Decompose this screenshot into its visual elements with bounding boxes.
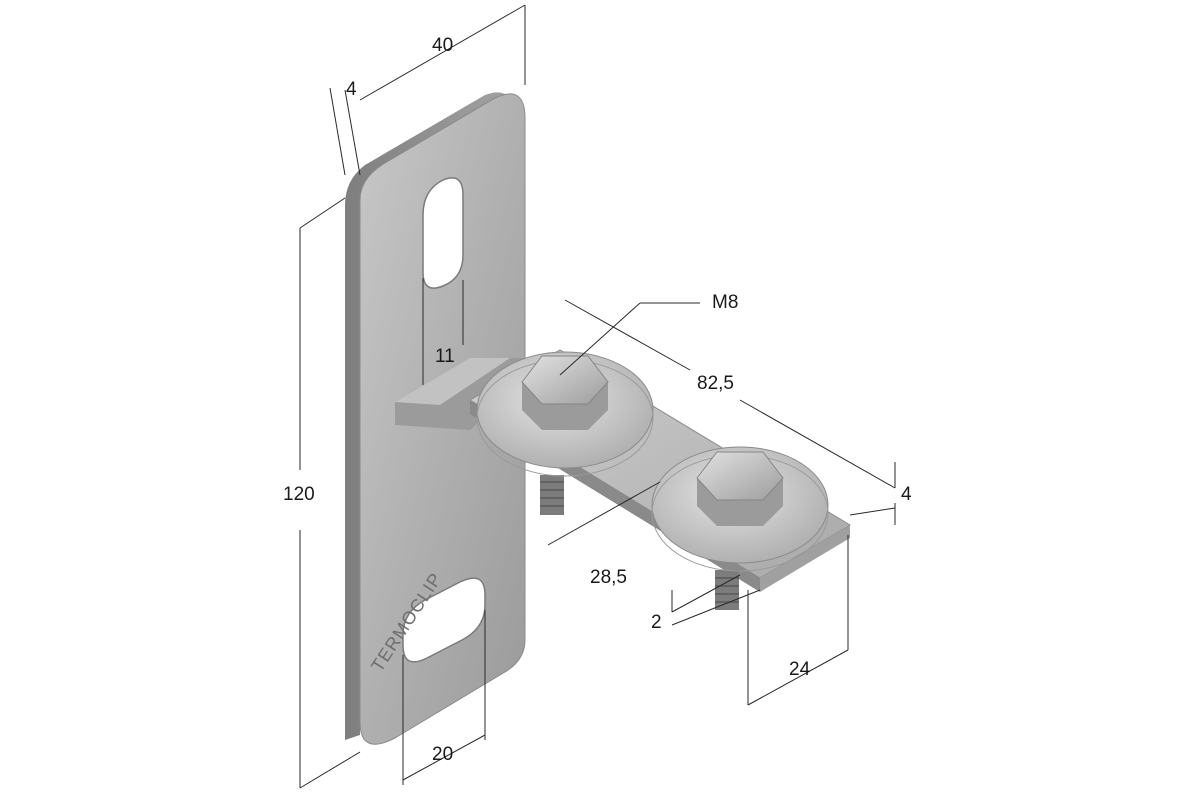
label-slot-width-lower: 20: [432, 744, 454, 765]
label-plate-width: 40: [432, 35, 454, 56]
label-bracket-lip: 2: [651, 612, 662, 633]
label-bolt-thread: M8: [712, 292, 739, 313]
label-plate-height: 120: [283, 484, 315, 505]
label-plate-thickness: 4: [346, 79, 357, 100]
dimension-lines: [299, 4, 896, 789]
label-bracket-length: 82,5: [697, 373, 734, 394]
label-bracket-width: 24: [789, 659, 811, 680]
label-slot-width-upper: 11: [435, 346, 455, 367]
label-bracket-thickness: 4: [901, 484, 912, 505]
hex-bolt-heads: [521, 355, 784, 526]
label-bolt-spacing: 28,5: [590, 567, 627, 588]
